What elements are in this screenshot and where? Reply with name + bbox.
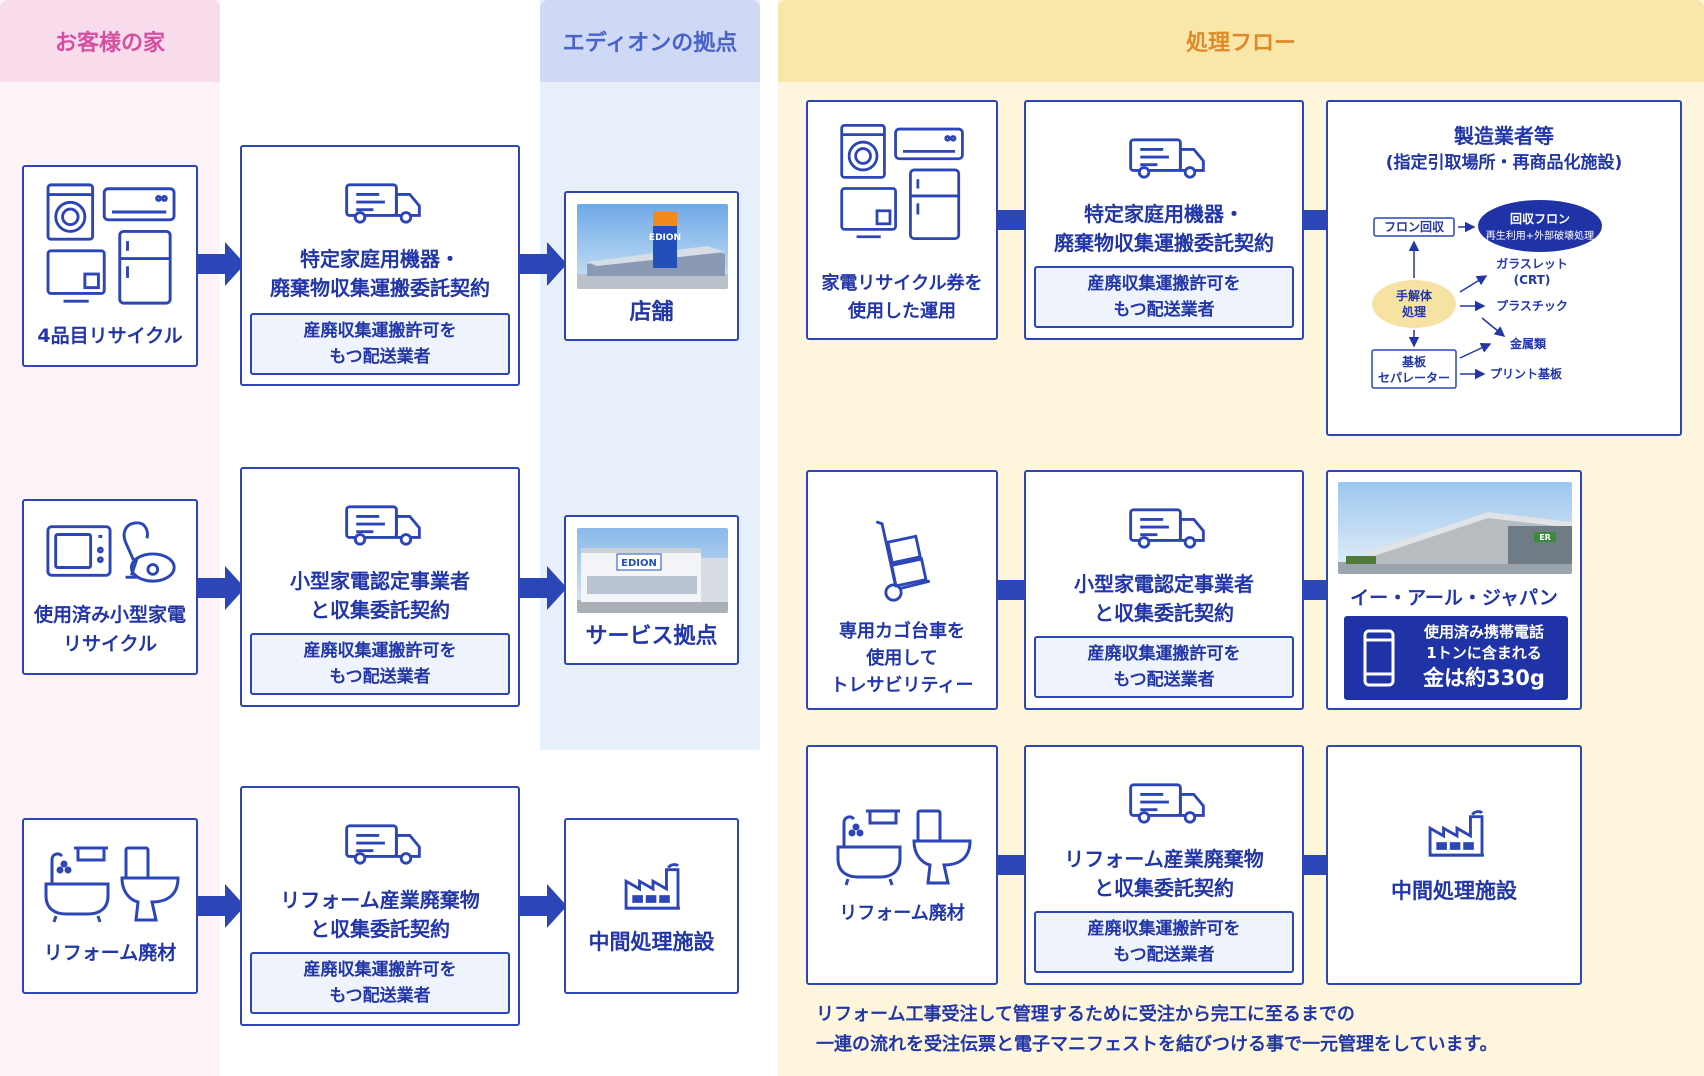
svg-text:処理: 処理 xyxy=(1401,304,1426,319)
svg-text:EDION: EDION xyxy=(649,233,681,243)
arrow-right xyxy=(197,566,245,610)
appliances-icon xyxy=(46,183,176,305)
base-label: サービス拠点 xyxy=(585,624,718,649)
flow-dest-erj: ER イー・アール・ジャパン 使用済み携帯電話 1トンに含まれる 金は約330g xyxy=(1326,470,1582,710)
flow-contract-row1: 特定家庭用機器・廃棄物収集運搬委託契約 産廃収集運搬許可をもつ配送業者 xyxy=(1024,100,1304,340)
recovered-freon-ellipse xyxy=(1478,200,1602,252)
flow-contract-row2: 小型家電認定事業者と収集委託契約 産廃収集運搬許可をもつ配送業者 xyxy=(1024,470,1304,710)
carrier-box: 産廃収集運搬許可をもつ配送業者 xyxy=(1034,911,1294,973)
svg-text:フロン回収: フロン回収 xyxy=(1384,220,1445,234)
svg-text:回収フロン: 回収フロン xyxy=(1510,212,1570,226)
recycling-process-diagram: フロン回収 回収フロン 再生利用+外部破壊処理 手解体 処理 ガラスレット (C… xyxy=(1371,200,1602,389)
delivery-truck-icon xyxy=(1129,508,1205,549)
arrow-right xyxy=(519,566,567,610)
contract-label: 小型家電認定事業者と収集委託契約 xyxy=(290,569,470,622)
source-box-reform: リフォーム廃材 xyxy=(22,818,198,994)
factory-icon xyxy=(624,863,680,910)
board-separator-box xyxy=(1371,349,1457,389)
delivery-truck-icon xyxy=(1129,783,1205,824)
svg-text:プラスチック: プラスチック xyxy=(1496,298,1568,313)
svg-text:プリント基板: プリント基板 xyxy=(1490,366,1563,381)
source-box-4items: 4品目リサイクル xyxy=(22,165,198,367)
delivery-truck-icon xyxy=(1129,138,1205,179)
freon-box xyxy=(1373,217,1455,237)
carrier-box: 産廃収集運搬許可をもつ配送業者 xyxy=(250,952,510,1014)
erj-facility-photo: ER xyxy=(1338,482,1572,574)
carrier-box: 産廃収集運搬許可をもつ配送業者 xyxy=(250,633,510,695)
flow-start-label: 家電リサイクル券を使用した運用 xyxy=(821,273,983,322)
base-box-intermediate: 中間処理施設 xyxy=(564,818,739,994)
arrow-right xyxy=(519,884,567,928)
flow-start-label: リフォーム廃材 xyxy=(839,903,965,924)
microwave-vacuum-icon xyxy=(46,521,176,583)
svg-text:セパレーター: セパレーター xyxy=(1378,371,1450,385)
flow-start-row3: リフォーム廃材 xyxy=(806,745,998,985)
flow-column-header: 処理フロー xyxy=(778,0,1704,82)
flow-start-row2: 専用カゴ台車を使用してトレサビリティー xyxy=(806,470,998,710)
dest-title: 中間処理施設 xyxy=(1391,879,1517,903)
flow-dest-manufacturer: 製造業者等 (指定引取場所・再商品化施設) フロン回収 回収フロン 再生利用+外… xyxy=(1326,100,1682,436)
contract-label: 特定家庭用機器・廃棄物収集運搬委託契約 xyxy=(270,247,490,300)
source-label: 4品目リサイクル xyxy=(37,325,183,347)
flow-dest-intermediate: 中間処理施設 xyxy=(1326,745,1582,985)
factory-icon xyxy=(1428,810,1484,857)
base-label: 店舗 xyxy=(629,300,674,325)
svg-text:ER: ER xyxy=(1539,533,1551,542)
dest-title: イー・アール・ジャパン xyxy=(1350,587,1558,609)
badge-text: 使用済み携帯電話 1トンに含まれる 金は約330g xyxy=(1423,623,1545,690)
delivery-truck-icon xyxy=(345,824,421,865)
flow-start-label: 専用カゴ台車を使用してトレサビリティー xyxy=(830,621,974,696)
svg-text:再生利用+外部破壊処理: 再生利用+外部破壊処理 xyxy=(1486,229,1594,242)
contract-box-row3: リフォーム産業廃棄物と収集委託契約 産廃収集運搬許可をもつ配送業者 xyxy=(240,786,520,1026)
service-base-photo: EDION xyxy=(577,528,728,613)
hand-cart-icon xyxy=(875,520,931,602)
source-label: 使用済み小型家電リサイクル xyxy=(33,604,186,655)
contract-box-row1: 特定家庭用機器・廃棄物収集運搬委託契約 産廃収集運搬許可をもつ配送業者 xyxy=(240,145,520,386)
arrow-right xyxy=(197,884,245,928)
dest-subtitle: (指定引取場所・再商品化施設) xyxy=(1385,153,1623,173)
source-box-small-appliances: 使用済み小型家電リサイクル xyxy=(22,499,198,675)
contract-box-row2: 小型家電認定事業者と収集委託契約 産廃収集運搬許可をもつ配送業者 xyxy=(240,467,520,707)
carrier-box: 産廃収集運搬許可をもつ配送業者 xyxy=(250,313,510,375)
appliances-icon xyxy=(840,123,964,241)
svg-text:金属類: 金属類 xyxy=(1509,336,1547,351)
flow-start-row1: 家電リサイクル券を使用した運用 xyxy=(806,100,998,340)
customer-column-header: お客様の家 xyxy=(0,0,220,82)
edion-column-header: エディオンの拠点 xyxy=(540,0,760,82)
bathtub-toilet-icon xyxy=(44,846,180,923)
dismantle-ellipse xyxy=(1372,280,1456,328)
arrow-right xyxy=(519,242,567,286)
svg-text:基板: 基板 xyxy=(1401,354,1427,369)
svg-text:手解体: 手解体 xyxy=(1396,288,1433,303)
contract-label: 小型家電認定事業者と収集委託契約 xyxy=(1074,572,1254,625)
source-label: リフォーム廃材 xyxy=(43,942,177,964)
contract-label: 特定家庭用機器・廃棄物収集運搬委託契約 xyxy=(1054,202,1274,255)
base-label: 中間処理施設 xyxy=(588,930,715,954)
delivery-truck-icon xyxy=(345,505,421,546)
reform-management-note: リフォーム工事受注して管理するために受注から完工に至るまでの 一連の流れを受注伝… xyxy=(816,1004,1498,1055)
base-box-store: EDION 店舗 xyxy=(564,191,739,341)
bathtub-toilet-icon xyxy=(836,809,972,886)
base-box-service: EDION サービス拠点 xyxy=(564,515,739,665)
arrow-right xyxy=(197,242,245,286)
svg-text:ガラスレット: ガラスレット xyxy=(1496,256,1568,271)
delivery-truck-icon xyxy=(345,183,421,224)
store-photo: EDION xyxy=(577,204,728,289)
flow-contract-row3: リフォーム産業廃棄物と収集委託契約 産廃収集運搬許可をもつ配送業者 xyxy=(1024,745,1304,985)
svg-text:EDION: EDION xyxy=(621,558,657,569)
gold-badge: 使用済み携帯電話 1トンに含まれる 金は約330g xyxy=(1344,616,1568,700)
carrier-box: 産廃収集運搬許可をもつ配送業者 xyxy=(1034,636,1294,698)
contract-label: リフォーム産業廃棄物と収集委託契約 xyxy=(280,888,480,941)
mobile-phone-icon xyxy=(1363,629,1395,687)
carrier-box: 産廃収集運搬許可をもつ配送業者 xyxy=(1034,266,1294,328)
dest-title: 製造業者等 xyxy=(1454,124,1554,148)
contract-label: リフォーム産業廃棄物と収集委託契約 xyxy=(1064,847,1264,900)
svg-text:(CRT): (CRT) xyxy=(1514,273,1551,287)
